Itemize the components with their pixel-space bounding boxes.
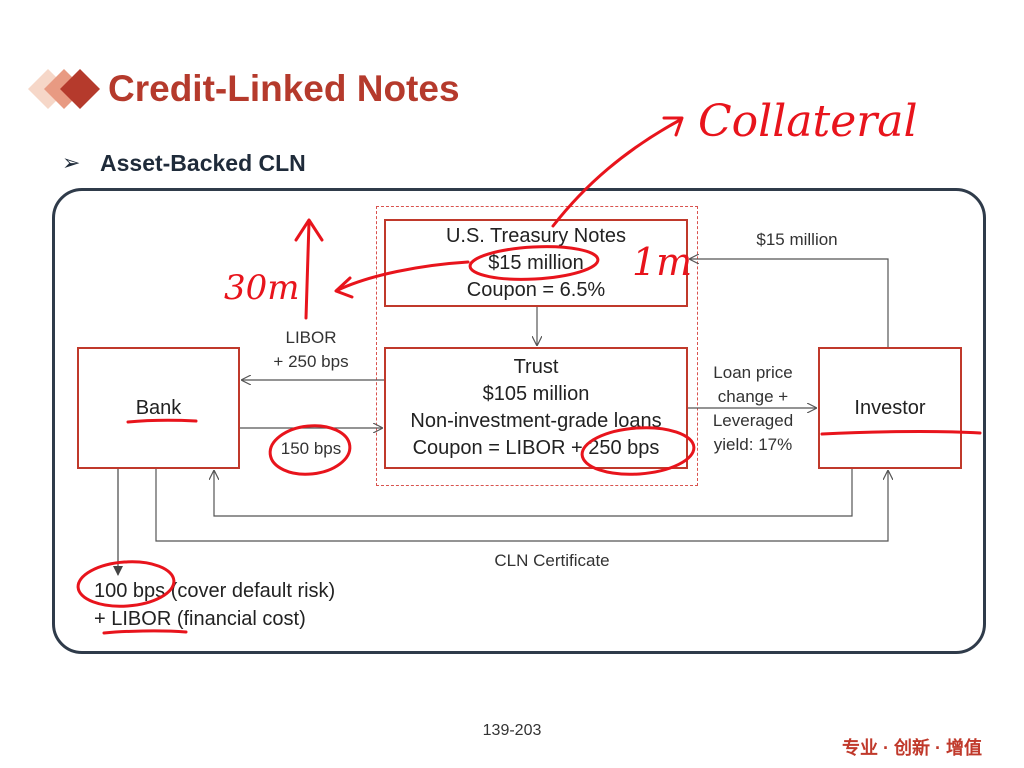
trust-to-bank-label: LIBOR + 250 bps [256,326,366,374]
brand-slogan: 专业 · 创新 · 增值 [842,738,982,758]
investor-box: Investor [818,347,962,469]
trust-to-investor-line1: Loan price [713,363,793,382]
cln-certificate-label: CLN Certificate [494,551,610,570]
handwritten-30m: 30m [224,268,300,308]
trust-title: Trust [513,356,559,378]
bank-note-line1: 100 bps (cover default risk) [94,580,336,602]
treasury-title: U.S. Treasury Notes [445,224,627,247]
bank-to-trust-label: 150 bps [280,439,342,458]
trust-to-bank-line1: LIBOR [285,328,337,347]
bank-note-line2: + LIBOR (financial cost) [94,608,306,630]
trust-coupon: Coupon = LIBOR + 250 bps [412,437,660,459]
handwritten-1m: 1m [632,240,693,284]
bullet-arrow-icon: ➢ [62,150,81,175]
trust-to-bank-line2: + 250 bps [273,352,349,371]
trust-to-investor-line2: change + [717,387,789,406]
trust-to-investor-label: Loan price change + Leveraged yield: 17% [698,361,808,457]
handwritten-collateral: Collateral [698,96,918,147]
trust-to-investor-line3: Leveraged [712,411,794,430]
treasury-coupon: Coupon = 6.5% [466,278,606,301]
page-title: Credit-Linked Notes [108,68,460,109]
investor-label: Investor [854,396,926,419]
bank-label: Bank [135,396,182,419]
trust-assets: Non-investment-grade loans [410,410,662,432]
logo-diamonds [28,66,108,112]
trust-box: Trust $105 million Non-investment-grade … [384,347,688,469]
treasury-notes-box: U.S. Treasury Notes $15 million Coupon =… [384,219,688,307]
trust-to-investor-line4: yield: 17% [713,435,793,454]
investor-to-treasury-label: $15 million [756,230,838,249]
spv-dashed-boundary [376,206,698,486]
treasury-amount: $15 million [488,251,584,274]
trust-amount: $105 million [482,383,590,405]
page-number: 139-203 [482,722,542,739]
section-subtitle: Asset-Backed CLN [100,150,306,176]
diagram-panel [52,188,986,654]
bank-box: Bank [77,347,240,469]
